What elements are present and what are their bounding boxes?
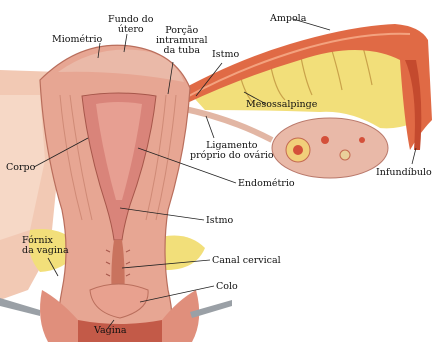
label-canal-cervical: Canal cervical	[212, 256, 281, 266]
ovarian-ligament	[180, 108, 272, 140]
left-retractor	[0, 298, 40, 316]
label-vagina: Vagina	[94, 326, 127, 336]
label-istmo-tuba: Istmo	[212, 50, 239, 60]
label-fundo-line-2: útero	[108, 25, 153, 35]
label-colo: Colo	[216, 282, 238, 292]
label-infundibulo: Infundíbulo	[376, 168, 432, 178]
label-miometrio: Miométrio	[52, 35, 102, 45]
label-fundo-do-utero: Fundo do útero	[108, 15, 153, 35]
label-istmo-utero: Istmo	[206, 216, 233, 226]
label-fornix: Fórnix da vagina	[22, 236, 69, 256]
label-corpo: Corpo	[6, 163, 35, 173]
label-ligamento-line-2: próprio do ovário	[190, 151, 274, 161]
label-mesossalpinge: Mesossalpinge	[246, 100, 317, 110]
label-porcao-line-3: da tuba	[156, 46, 208, 56]
label-porcao-intramural: Porção intramural da tuba	[156, 26, 208, 56]
label-endometrio: Endométrio	[238, 179, 295, 189]
label-ligamento-ovario: Ligamento próprio do ovário	[190, 141, 274, 161]
label-ampola: Ampola	[270, 14, 306, 24]
label-fornix-line-2: da vagina	[22, 246, 69, 256]
